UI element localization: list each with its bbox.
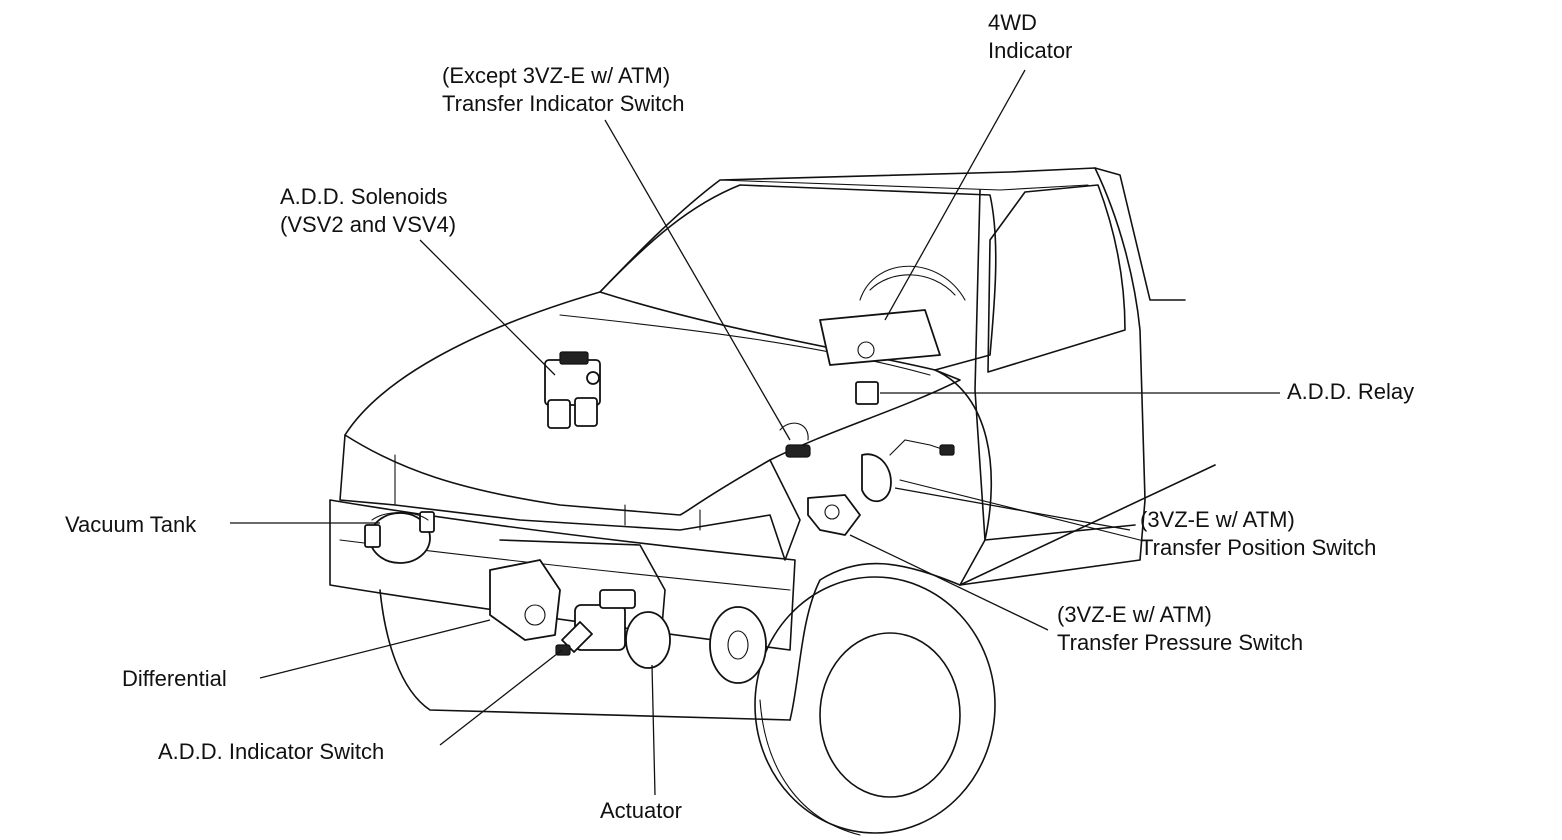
front-fascia <box>339 434 801 561</box>
cab-outline <box>599 167 1146 586</box>
4wd-indicator-part <box>819 309 941 366</box>
leader-transfer-pressure-switch <box>849 534 1049 631</box>
hood <box>344 291 961 516</box>
label-actuator: Actuator <box>600 798 682 823</box>
front-bumper <box>329 499 796 651</box>
label-transfer-pressure-switch: (3VZ-E w/ ATM) Transfer Pressure Switch <box>1057 602 1303 655</box>
front-rim <box>819 632 961 798</box>
leader-transfer-indicator-switch <box>604 119 791 441</box>
label-add-solenoids: A.D.D. Solenoids (VSV2 and VSV4) <box>280 184 456 237</box>
label-4wd-indicator: 4WD Indicator <box>988 10 1072 63</box>
truck-illustration <box>329 167 1216 836</box>
label-differential: Differential <box>122 666 227 691</box>
leader-transfer-position-switch <box>894 487 1131 531</box>
leader-add-indicator-switch <box>439 649 563 746</box>
front-fender <box>789 369 993 721</box>
windshield <box>599 184 997 371</box>
leader-lines <box>230 69 1280 796</box>
hub-flange-part <box>709 606 767 684</box>
front-tire <box>754 576 996 834</box>
leader-4wd-indicator <box>884 69 1026 321</box>
label-vacuum-tank: Vacuum Tank <box>65 512 197 537</box>
lower-valance <box>379 589 791 721</box>
label-add-relay: A.D.D. Relay <box>1287 379 1414 404</box>
transfer-pressure-switch-part <box>807 494 861 536</box>
transfer-indicator-switch-part <box>779 422 811 458</box>
label-transfer-indicator-switch: (Except 3VZ-E w/ ATM) Transfer Indicator… <box>442 63 685 116</box>
door-panel <box>974 189 1136 541</box>
cab-rear-edge <box>1094 167 1186 301</box>
actuator-part <box>574 589 671 669</box>
leader-differential <box>259 619 491 679</box>
hood-crease <box>559 314 931 376</box>
cab-roof-inner <box>719 179 1089 191</box>
leader-actuator <box>651 664 656 796</box>
side-window <box>987 184 1126 373</box>
bed-rail <box>959 464 1216 586</box>
tire-tread <box>759 699 861 836</box>
vacuum-tank-part <box>364 511 435 564</box>
grille-line <box>394 454 701 531</box>
add-solenoids-part <box>544 351 601 429</box>
add-relay-part <box>855 381 879 405</box>
label-add-indicator-switch: A.D.D. Indicator Switch <box>158 739 384 764</box>
label-transfer-position-switch: (3VZ-E w/ ATM) Transfer Position Switch <box>1140 507 1376 560</box>
differential-part <box>489 559 561 641</box>
leader-add-solenoids <box>419 239 556 376</box>
transfer-position-switch-part <box>861 439 955 503</box>
